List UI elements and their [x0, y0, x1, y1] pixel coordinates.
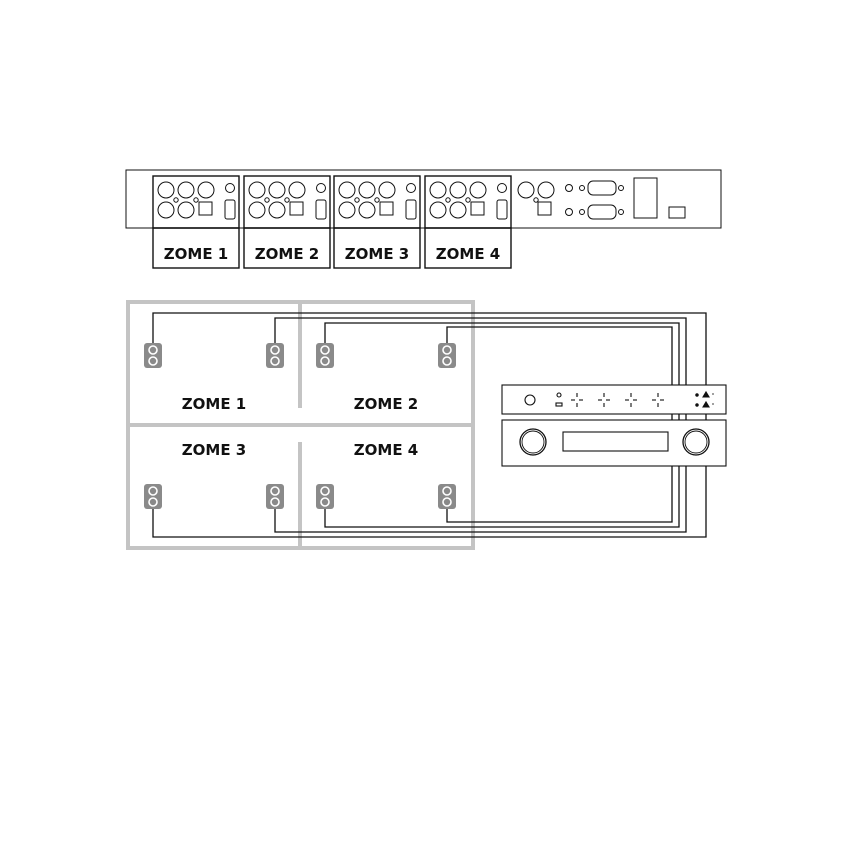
room-outlines	[128, 302, 473, 548]
control-keypad	[502, 385, 726, 414]
rear-zone-1-label: ZOME 1	[164, 245, 228, 263]
aux-connectors	[518, 178, 685, 219]
speaker-icon	[266, 484, 284, 509]
speaker-icon	[144, 343, 162, 368]
zone-1-connectors	[153, 176, 239, 228]
speaker-icon	[438, 343, 456, 368]
speaker-icon	[438, 484, 456, 509]
amplifier-front	[502, 420, 726, 466]
speaker-icon	[316, 484, 334, 509]
room-zone-4-label: ZOME 4	[354, 441, 418, 459]
zone-2-connectors	[244, 176, 330, 228]
speaker-icon	[144, 484, 162, 509]
room-zone-2-label: ZOME 2	[354, 395, 418, 413]
speaker-icon	[266, 343, 284, 368]
rear-panel-outline	[126, 170, 721, 228]
room-zone-1-label: ZOME 1	[182, 395, 246, 413]
rear-zone-4-label: ZOME 4	[436, 245, 500, 263]
rear-zone-3-label: ZOME 3	[345, 245, 409, 263]
speaker-icon	[316, 343, 334, 368]
zone-3-connectors	[334, 176, 420, 228]
zone-4-connectors	[425, 176, 511, 228]
rear-zone-2-label: ZOME 2	[255, 245, 319, 263]
room-zone-3-label: ZOME 3	[182, 441, 246, 459]
